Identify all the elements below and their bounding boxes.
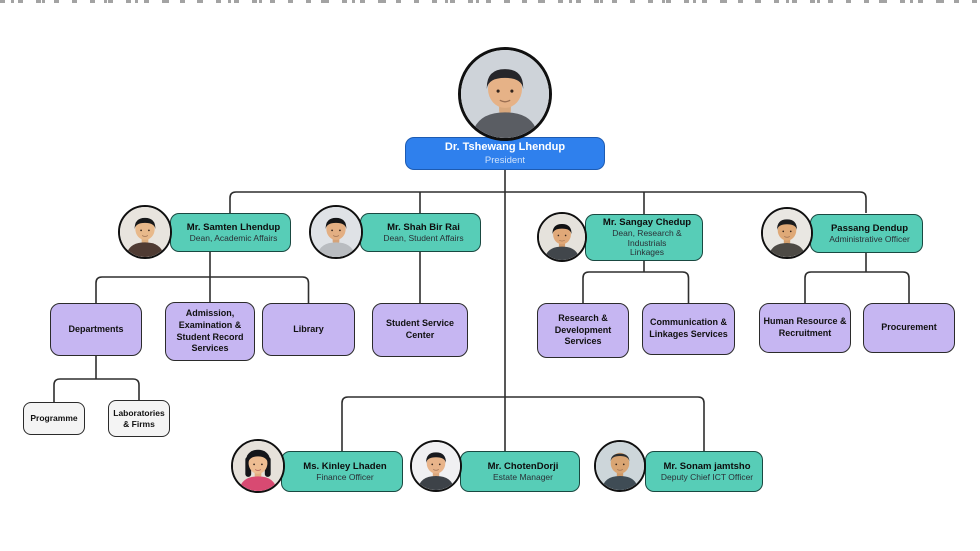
unit-label: Communication & Linkages Services — [649, 317, 728, 339]
person-title: President — [484, 154, 526, 166]
card-deputy-chief-ict-officer: Mr. Sonam jamtsho Deputy Chief ICT Offic… — [645, 451, 763, 492]
photo-kinley-lhaden — [231, 439, 285, 493]
card-president: Dr. Tshewang Lhendup President — [405, 137, 605, 170]
unit-label: Procurement — [881, 322, 937, 333]
unit-box-communication-linkages-services: Communication & Linkages Services — [642, 303, 735, 355]
person-name: Mr. Samten Lhendup — [186, 221, 281, 233]
card-dean-student-affairs: Mr. Shah Bir Rai Dean, Student Affairs — [360, 213, 481, 252]
unit-box-human-resource-recruitment: Human Resource & Recruitment — [759, 303, 851, 353]
person-name: Ms. Kinley Lhaden — [303, 460, 387, 472]
person-title: Dean, Research & Industrials Linkages — [612, 227, 682, 258]
unit-box-research-development-services: Research & Development Services — [537, 303, 629, 358]
person-name: Passang Dendup — [830, 222, 909, 234]
cropped-text-artifacts — [0, 0, 980, 3]
avatar-illustration — [120, 207, 170, 257]
unit-box-student-service-center: Student Service Center — [372, 303, 468, 357]
unit-box-laboratories-firms: Laboratories & Firms — [108, 400, 170, 437]
card-dean-academic-affairs: Mr. Samten Lhendup Dean, Academic Affair… — [170, 213, 291, 252]
avatar-illustration — [461, 50, 549, 138]
avatar-illustration — [596, 442, 644, 490]
photo-sangay-chedup — [537, 212, 587, 262]
card-dean-research-industrials-linkages: Mr. Sangay Chedup Dean, Research & Indus… — [585, 214, 703, 261]
unit-label: Departments — [68, 323, 124, 334]
person-name: Dr. Tshewang Lhendup — [444, 140, 566, 153]
photo-passang-dendup — [761, 207, 813, 259]
connector-samten-children-bus — [95, 276, 310, 303]
unit-box-library: Library — [262, 303, 355, 356]
connector-bottom-bus — [341, 396, 705, 451]
unit-label: Library — [293, 323, 324, 334]
person-title: Administrative Officer — [829, 233, 910, 244]
person-title: Estate Manager — [492, 471, 553, 482]
photo-samten-lhendup — [118, 205, 172, 259]
unit-box-programme: Programme — [23, 402, 85, 435]
connector-level2-bus — [229, 191, 867, 213]
card-administrative-officer: Passang Dendup Administrative Officer — [810, 214, 923, 253]
connector-departments-children-bus — [53, 378, 140, 402]
photo-shah-bir-rai — [309, 205, 363, 259]
unit-box-admission-examination-student-record-services: Admission, Examination & Student Record … — [165, 302, 255, 361]
person-title: Finance Officer — [316, 471, 374, 482]
photo-president — [458, 47, 552, 141]
connector-sangay-children-bus — [582, 271, 690, 303]
unit-box-procurement: Procurement — [863, 303, 955, 353]
person-name: Mr. ChotenDorji — [487, 460, 559, 472]
avatar-illustration — [233, 441, 283, 491]
unit-label: Programme — [30, 413, 78, 424]
avatar-illustration — [763, 209, 811, 257]
person-title: Dean, Academic Affairs — [189, 232, 278, 243]
avatar-illustration — [539, 214, 585, 260]
person-name: Mr. Sonam jamtsho — [663, 460, 751, 472]
unit-label: Human Resource & Recruitment — [763, 316, 847, 338]
avatar-illustration — [412, 442, 460, 490]
person-name: Mr. Sangay Chedup — [602, 216, 692, 228]
card-finance-officer: Ms. Kinley Lhaden Finance Officer — [281, 451, 403, 492]
unit-label: Laboratories & Firms — [113, 407, 165, 429]
person-title: Dean, Student Affairs — [383, 232, 464, 243]
person-title: Deputy Chief ICT Officer — [660, 471, 754, 482]
avatar-illustration — [311, 207, 361, 257]
person-name: Mr. Shah Bir Rai — [387, 221, 460, 233]
unit-box-departments: Departments — [50, 303, 142, 356]
unit-label: Student Service Center — [385, 318, 455, 340]
photo-chotendorji — [410, 440, 462, 492]
connector-passang-children-bus — [804, 271, 910, 303]
card-estate-manager: Mr. ChotenDorji Estate Manager — [460, 451, 580, 492]
unit-label: Research & Development Services — [554, 312, 612, 347]
photo-sonam-jamtsho — [594, 440, 646, 492]
unit-label: Admission, Examination & Student Record … — [176, 308, 244, 354]
